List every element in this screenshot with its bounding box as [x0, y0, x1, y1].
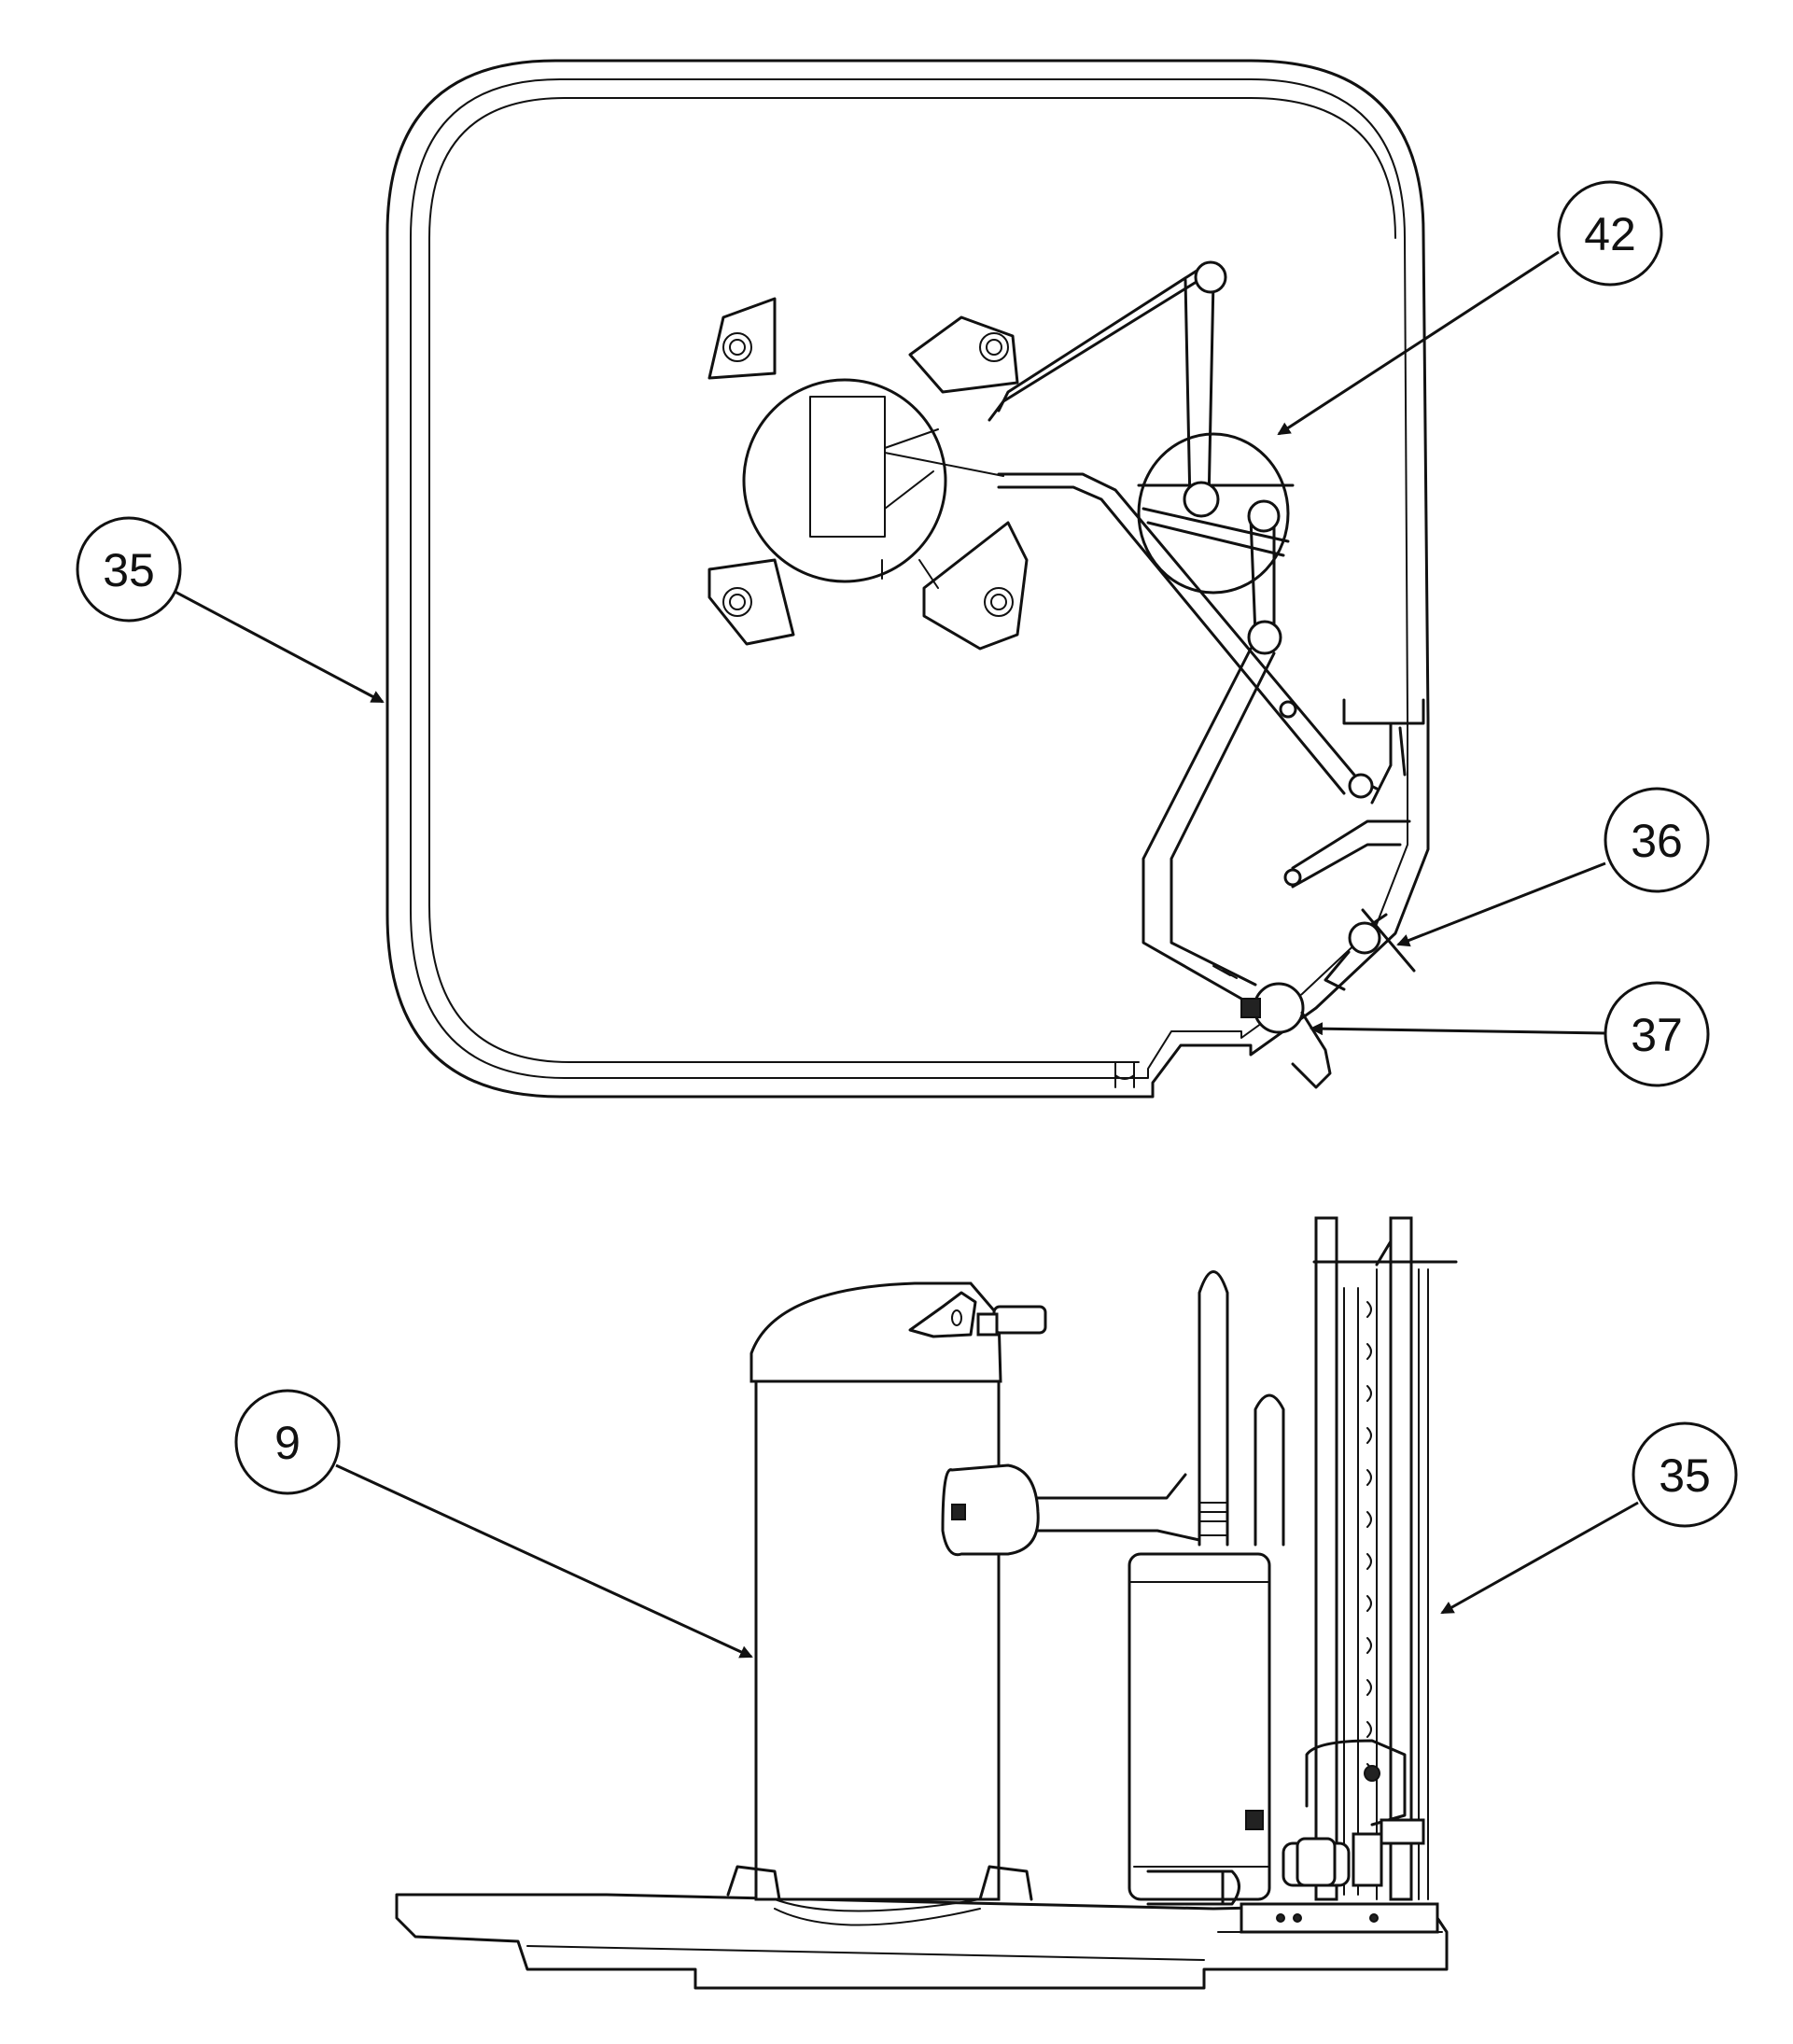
- accumulator-body: [1128, 1552, 1271, 1901]
- callout-9-label: 9: [274, 1417, 301, 1469]
- callout-36-label: 36: [1631, 815, 1683, 867]
- compressor-feet: [707, 297, 1029, 651]
- callout-35-bottom-label: 35: [1659, 1449, 1711, 1502]
- accumulator-tubes: [1198, 1270, 1285, 1547]
- callout-42[interactable]: 42: [1277, 180, 1663, 436]
- service-valve-36: [1324, 913, 1388, 991]
- compressor-terminal-box: [809, 396, 886, 538]
- side-valve-assembly: [1146, 1739, 1439, 1934]
- inlet-notch: [1114, 1061, 1135, 1088]
- callout-36[interactable]: 36: [1396, 787, 1710, 947]
- discharge-muffler: [941, 1463, 1040, 1557]
- callout-35-top[interactable]: 35: [76, 516, 385, 704]
- base-pan-outer: [385, 59, 1430, 1099]
- liquid-line: [1291, 819, 1416, 973]
- base-pan-rim: [428, 97, 1396, 1063]
- callout-42-label: 42: [1584, 208, 1636, 260]
- side-view: [395, 1216, 1458, 1990]
- callout-37-label: 37: [1631, 1009, 1683, 1061]
- callout-37[interactable]: 37: [1310, 981, 1710, 1087]
- callout-35-bottom[interactable]: 35: [1440, 1421, 1738, 1615]
- coil-bracket: [1342, 698, 1425, 805]
- compressor-top: [742, 378, 947, 583]
- suction-line-down: [1142, 647, 1276, 1001]
- top-view: [385, 59, 1430, 1099]
- compressor-shell: [754, 1375, 1001, 1901]
- compressor-dome: [749, 1281, 1002, 1383]
- callout-9[interactable]: 9: [234, 1389, 753, 1659]
- base-pan-inner: [410, 78, 1408, 1079]
- callout-35-top-label: 35: [103, 544, 155, 596]
- service-valve-37: [1240, 982, 1332, 1089]
- coil-fin-marks: [1366, 1301, 1372, 1780]
- coil-tubes: [1312, 1216, 1458, 1901]
